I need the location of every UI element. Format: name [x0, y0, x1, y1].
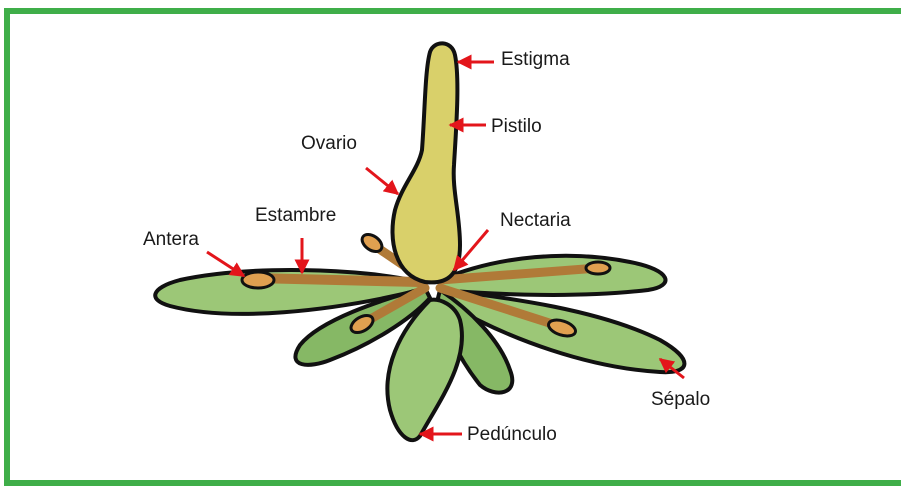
stamen-front-left	[252, 278, 420, 282]
label-pistilo: Pistilo	[491, 117, 542, 136]
anther-front-left	[242, 272, 274, 288]
label-nectaria: Nectaria	[500, 211, 571, 230]
pistil	[393, 43, 460, 282]
label-pedunculo: Pedúnculo	[467, 425, 557, 444]
label-sepalo: Sépalo	[651, 390, 710, 409]
label-antera: Antera	[143, 230, 199, 249]
anther-back-right	[586, 262, 610, 274]
label-ovario: Ovario	[301, 134, 357, 153]
ovario-arrow	[366, 168, 398, 194]
label-estigma: Estigma	[501, 50, 570, 69]
label-estambre: Estambre	[255, 206, 336, 225]
